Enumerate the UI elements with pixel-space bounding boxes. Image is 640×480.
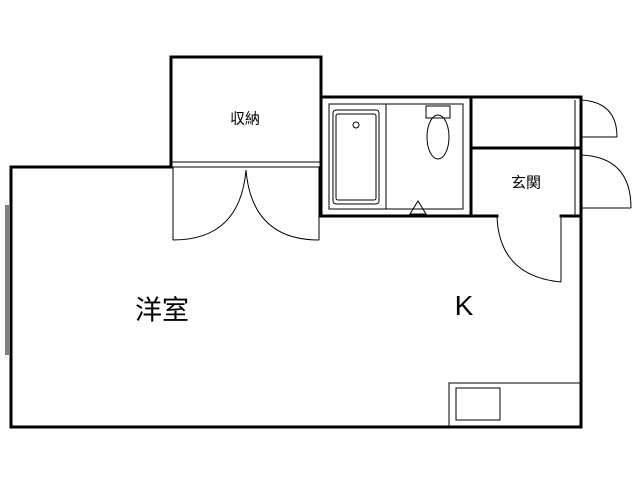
- western-room-label: 洋室: [135, 295, 189, 327]
- storage-label: 収納: [229, 109, 261, 128]
- storage-closet: [169, 55, 323, 218]
- window: [5, 205, 9, 355]
- closet-doors: [172, 167, 320, 241]
- entrance-inner-door: [496, 215, 562, 283]
- entrance-area: [469, 95, 583, 218]
- kitchen-counter: [448, 382, 581, 427]
- exterior-door-lower: [580, 154, 632, 209]
- bathtub-icon: [332, 109, 380, 205]
- toilet-icon: [425, 105, 451, 160]
- bathroom-door-marker: [409, 200, 427, 215]
- bathroom-unit: [319, 95, 473, 218]
- exterior-door-upper: [580, 99, 618, 138]
- entrance-label: 玄関: [510, 173, 542, 192]
- kitchen-label: K: [454, 290, 474, 321]
